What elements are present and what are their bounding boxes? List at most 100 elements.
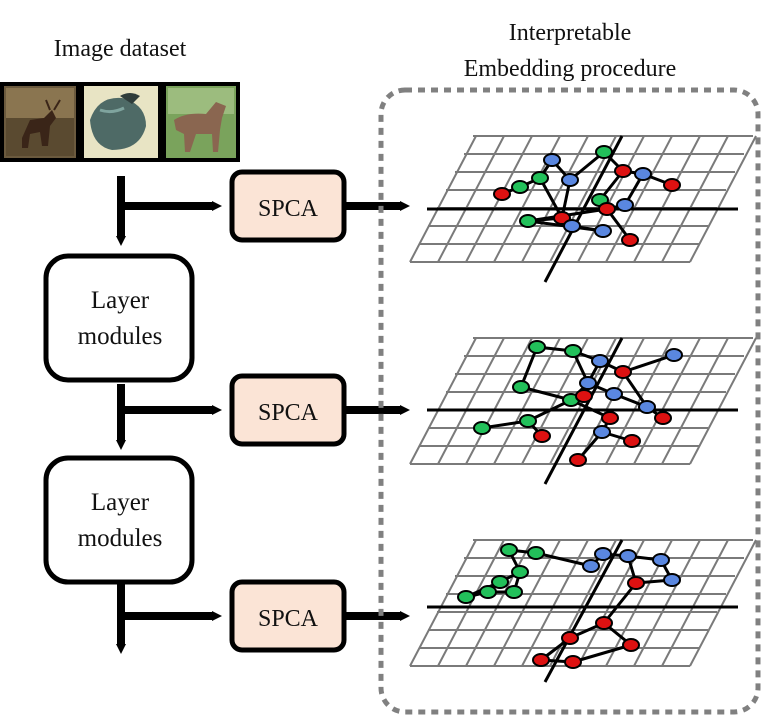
graph-node-green	[595, 145, 613, 159]
graph-node-blue	[663, 573, 681, 587]
grid-line-v	[409, 135, 477, 263]
grid-line-v	[465, 337, 533, 465]
graph-node-blue	[561, 173, 579, 187]
grid-line-v	[437, 539, 505, 667]
graph-node-red	[598, 202, 616, 216]
procedure-label-line2: Embedding procedure	[464, 56, 677, 82]
graph-node-red	[621, 233, 639, 247]
graph-node-red	[663, 178, 681, 192]
graph-edge	[535, 551, 592, 568]
graph-node-green	[491, 575, 509, 589]
graph-node-green	[511, 180, 529, 194]
graph-node-green	[528, 340, 546, 354]
graph-node-green	[473, 421, 491, 435]
graph-node-green	[519, 414, 537, 428]
layer-modules-box-1: Layer modules	[43, 253, 195, 383]
graph-node-blue	[634, 167, 652, 181]
graph-edge	[538, 177, 564, 219]
grid-line-v	[633, 135, 701, 263]
grid-line-v	[521, 135, 589, 263]
grid-line-v	[661, 337, 729, 465]
spca-label-3: SPCA	[258, 606, 319, 632]
grid-line-v	[689, 337, 757, 465]
graph-node-green	[505, 585, 523, 599]
graph-edge	[622, 353, 675, 374]
graph-node-green	[457, 590, 475, 604]
principal-axis-2	[543, 539, 624, 683]
grid-line-v	[577, 337, 645, 465]
grid-line-v	[633, 337, 701, 465]
graph-node-red	[614, 164, 632, 178]
graph-node-green	[512, 380, 530, 394]
graph-node-blue	[594, 224, 612, 238]
graph-node-red	[493, 187, 511, 201]
embedding-procedure-region	[378, 87, 761, 715]
principal-axis-2	[543, 337, 624, 485]
graph-node-green	[531, 171, 549, 185]
grid-line-v	[465, 539, 533, 667]
graph-node-blue	[594, 547, 612, 561]
graph-node-blue	[591, 354, 609, 368]
graph-node-red	[601, 411, 619, 425]
graph-node-red	[627, 576, 645, 590]
grid-line-v	[661, 539, 729, 667]
graph-node-blue	[543, 153, 561, 167]
graph-node-red	[654, 411, 672, 425]
grid-line-v	[437, 337, 505, 465]
graph-node-green	[519, 214, 537, 228]
embedding-panels	[409, 135, 757, 683]
graph-node-blue	[619, 549, 637, 563]
graph-node-blue	[593, 425, 611, 439]
spca-label-1: SPCA	[258, 196, 319, 222]
layer-modules-2-line2: modules	[78, 525, 163, 552]
grid-line-v	[493, 539, 561, 667]
layer-modules-1-line2: modules	[78, 323, 163, 350]
embedding-panel-2	[409, 337, 757, 485]
graph-node-blue	[582, 559, 600, 573]
embedding-panel-3	[409, 539, 757, 683]
procedure-label-line1: Interpretable	[509, 20, 632, 46]
spca-box-3: SPCA	[229, 579, 347, 653]
grid-line-v	[493, 337, 561, 465]
graph-node-blue	[616, 198, 634, 212]
spca-box-2: SPCA	[229, 373, 347, 447]
graph-node-green	[527, 546, 545, 560]
spca-label-2: SPCA	[258, 400, 319, 426]
graph-node-blue	[563, 219, 581, 233]
graph-node-blue	[605, 387, 623, 401]
graph-node-green	[564, 344, 582, 358]
grid-line-v	[605, 135, 673, 263]
graph-node-red	[564, 655, 582, 669]
graph-node-red	[614, 365, 632, 379]
graph-node-blue	[652, 553, 670, 567]
dataset-label: Image dataset	[54, 36, 187, 62]
embedding-panel-1	[409, 135, 757, 283]
grid-line-v	[409, 337, 477, 465]
spca-box-1: SPCA	[229, 169, 347, 243]
graph-node-red	[623, 434, 641, 448]
graph-node-red	[575, 389, 593, 403]
grid-line-v	[521, 539, 589, 667]
grid-line-v	[437, 135, 505, 263]
thumbnail-bird	[80, 82, 162, 162]
graph-node-blue	[638, 400, 656, 414]
graph-node-green	[500, 543, 518, 557]
layer-modules-box-2: Layer modules	[43, 455, 195, 585]
layer-modules-2-line1: Layer	[91, 489, 150, 516]
graph-node-green	[511, 565, 529, 579]
grid-line-v	[689, 539, 757, 667]
principal-axis-2	[543, 135, 624, 283]
graph-node-red	[561, 631, 579, 645]
grid-line-v	[577, 135, 645, 263]
layer-modules-1-line1: Layer	[91, 287, 150, 314]
graph-node-red	[569, 453, 587, 467]
grid-line-v	[689, 135, 757, 263]
grid-line-v	[633, 539, 701, 667]
graph-edge	[572, 643, 632, 664]
graph-node-blue	[665, 348, 683, 362]
graph-node-blue	[579, 376, 597, 390]
grid-line-v	[409, 539, 477, 667]
graph-node-red	[622, 638, 640, 652]
graph-edge	[602, 582, 638, 624]
